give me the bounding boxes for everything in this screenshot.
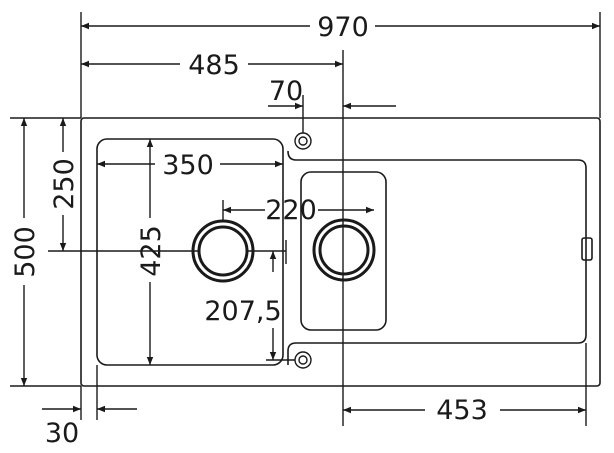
label-30: 30 xyxy=(45,418,79,449)
dimension-labels: 970 485 70 500 250 350 425 220 207,5 30 … xyxy=(10,12,488,449)
dimension-lines xyxy=(20,22,600,414)
label-970: 970 xyxy=(317,12,369,43)
drain-secondary xyxy=(312,218,376,282)
tap-hole-top xyxy=(294,132,312,150)
label-207-5: 207,5 xyxy=(204,296,281,327)
label-453: 453 xyxy=(436,395,488,426)
label-350: 350 xyxy=(162,150,214,181)
label-485: 485 xyxy=(188,50,240,81)
label-500: 500 xyxy=(10,226,41,278)
tap-hole-bottom xyxy=(294,351,312,369)
main-bowl xyxy=(96,138,284,366)
label-250: 250 xyxy=(49,158,80,210)
label-220: 220 xyxy=(265,195,317,226)
drain-main xyxy=(191,219,255,283)
label-425: 425 xyxy=(136,225,167,277)
label-70: 70 xyxy=(269,76,303,107)
drainer-area xyxy=(287,150,593,365)
sink-outline xyxy=(80,117,601,387)
